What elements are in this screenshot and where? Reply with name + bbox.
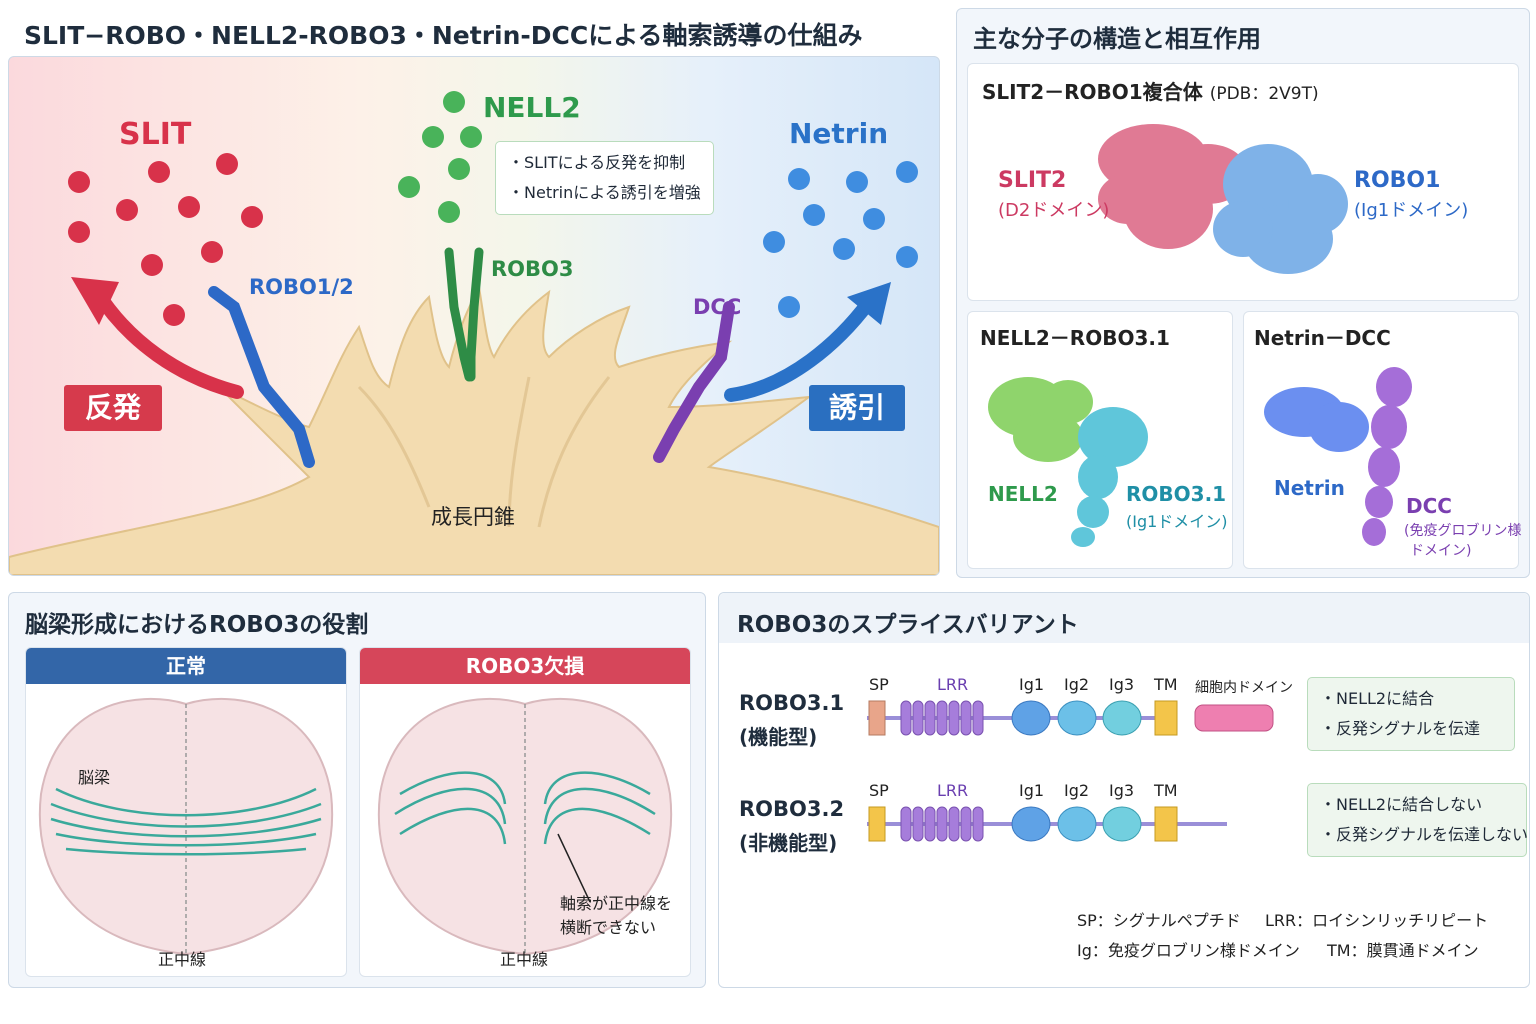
nell2-effect-box: ・SLITによる反発を抑制 ・Netrinによる誘引を増強: [495, 141, 714, 215]
robo31-variant-name: ROBO3.1: [739, 691, 845, 715]
slit-molecules: [68, 153, 263, 326]
pdb-id: (PDB：2V9T): [1209, 84, 1319, 104]
robo32-domain-diagram: [867, 806, 1227, 842]
robo31-variant-type: (機能型): [739, 725, 818, 749]
slit-robo-title: SLIT2－ROBO1複合体 (PDB：2V9T): [982, 76, 1319, 105]
repulsion-arrow: [90, 285, 244, 399]
dcc-label: DCC: [693, 295, 742, 319]
robo3-label: ROBO3: [491, 257, 574, 281]
cannot-cross-label-1: 軸索が正中線を: [560, 894, 673, 913]
nell2-effect-2: ・Netrinによる誘引を増強: [508, 183, 701, 202]
normal-brain: [38, 697, 334, 956]
splice-panel: ROBO3のスプライスバリアント ROBO3.1 (機能型) ROBO3.2 (…: [718, 592, 1530, 988]
deficient-header: ROBO3欠損: [360, 648, 690, 684]
netrin-dcc-card: Netrin－DCC Netrin DCC (免疫グロブリン様 ドメイン): [1243, 311, 1522, 569]
v2-lrr-label: LRR: [937, 781, 969, 800]
normal-header: 正常: [26, 648, 346, 684]
nell-robo-structure: [988, 377, 1148, 547]
nell-robo-card: NELL2－ROBO3.1 NELL2 ROBO3.1 (Ig1ドメイン): [967, 311, 1233, 569]
splice-title: ROBO3のスプライスバリアント: [737, 612, 1079, 638]
robo31-notes: ・NELL2に結合 ・反発シグナルを伝達: [1307, 677, 1515, 751]
robo1-domain-label: (Ig1ドメイン): [1354, 200, 1469, 221]
robo31-note-1: ・NELL2に結合: [1320, 689, 1435, 708]
growth-cone: [9, 283, 939, 575]
netrin-dcc-structure: [1264, 367, 1412, 546]
robo1-label: ROBO1: [1354, 168, 1441, 193]
slit-robo-title-text: SLIT2－ROBO1複合体: [982, 80, 1203, 104]
netrin-molecules: [763, 161, 918, 318]
legend-lrr: LRR：ロイシンリッチリピート: [1265, 911, 1489, 930]
robo32-variant-name: ROBO3.2: [739, 797, 845, 821]
nell2-molecules: [398, 91, 482, 223]
legend-sp: SP：シグナルペプチド: [1077, 911, 1241, 930]
robo12-receptor: [208, 286, 315, 468]
v1-tm-label: TM: [1154, 675, 1178, 694]
slit-label: SLIT: [119, 117, 192, 152]
nell2-structure-label: NELL2: [988, 482, 1058, 506]
robo12-label: ROBO1/2: [249, 275, 354, 299]
guidance-panel: SLIT ROBO1/2 反発 NELL2 ・SLITによる反発を抑制 ・Net…: [8, 56, 940, 576]
legend-tm: TM：膜貫通ドメイン: [1327, 941, 1479, 960]
v1-ig2-label: Ig2: [1064, 675, 1090, 694]
nell2-label: NELL2: [483, 91, 581, 124]
v2-sp-label: SP: [869, 781, 889, 800]
cannot-cross-label-2: 横断できない: [560, 918, 657, 937]
deficient-brain: [377, 697, 673, 956]
deficient-card: ROBO3欠損 軸索が正中線を 横断できない 正中線: [359, 647, 691, 977]
netrin-dcc-title: Netrin－DCC: [1254, 326, 1391, 350]
attraction-badge: 誘引: [809, 385, 905, 431]
v1-ig3-label: Ig3: [1109, 675, 1135, 694]
robo32-note-1: ・NELL2に結合しない: [1320, 795, 1483, 814]
growth-cone-label: 成長円錐: [431, 505, 515, 529]
v1-sp-label: SP: [869, 675, 889, 694]
robo31-domain-diagram: [867, 700, 1274, 736]
structures-title: 主な分子の構造と相互作用: [973, 25, 1261, 53]
legend-ig: Ig：免疫グロブリン様ドメイン: [1077, 941, 1300, 960]
slit-robo-structure: [1098, 124, 1348, 274]
dcc-domain-label-1: (免疫グロブリン様: [1404, 523, 1522, 539]
netrin-label: Netrin: [789, 117, 889, 150]
v2-ig2-label: Ig2: [1064, 781, 1090, 800]
v1-icd-label: 細胞内ドメイン: [1195, 680, 1293, 696]
nell2-effect-1: ・SLITによる反発を抑制: [508, 153, 686, 172]
v1-ig1-label: Ig1: [1019, 675, 1045, 694]
robo32-notes: ・NELL2に結合しない ・反発シグナルを伝達しない: [1307, 783, 1529, 857]
dcc-receptor: [653, 301, 735, 463]
robo31-domain-label: (Ig1ドメイン): [1126, 512, 1228, 531]
guidance-illustration: [9, 91, 939, 575]
normal-card: 正常 脳梁 正中線: [25, 647, 347, 977]
robo31-structure-label: ROBO3.1: [1126, 482, 1227, 506]
normal-midline-label: 正中線: [158, 950, 207, 969]
attraction-arrow: [724, 295, 876, 402]
nell-robo-title: NELL2－ROBO3.1: [980, 326, 1170, 350]
main-title: SLIT−ROBO・NELL2-ROBO3・Netrin-DCCによる軸索誘導の…: [24, 21, 863, 50]
deficient-midline-label: 正中線: [500, 950, 549, 969]
v2-ig1-label: Ig1: [1019, 781, 1045, 800]
structures-panel: 主な分子の構造と相互作用 SLIT2－ROBO1複合体 (PDB：2V9T) S…: [956, 8, 1530, 578]
corpus-callosum-label: 脳梁: [78, 768, 111, 787]
slit-robo-card: SLIT2－ROBO1複合体 (PDB：2V9T) SLIT2 (D2ドメイン)…: [967, 63, 1519, 301]
robo31-note-2: ・反発シグナルを伝達: [1320, 719, 1481, 738]
robo3-receptor: [444, 247, 484, 382]
v1-lrr-label: LRR: [937, 675, 969, 694]
netrin-structure-label: Netrin: [1274, 476, 1345, 500]
dcc-domain-label-2: ドメイン): [1410, 543, 1472, 559]
v2-tm-label: TM: [1154, 781, 1178, 800]
slit2-label: SLIT2: [998, 168, 1067, 193]
slit2-domain-label: (D2ドメイン): [998, 200, 1110, 221]
dcc-structure-label: DCC: [1406, 494, 1452, 518]
v1-sp-domain: [868, 700, 886, 736]
corpus-title: 脳梁形成におけるROBO3の役割: [25, 612, 369, 638]
v2-ig3-label: Ig3: [1109, 781, 1135, 800]
splice-header-band: [719, 593, 1529, 643]
corpus-panel: 脳梁形成におけるROBO3の役割 正常 脳梁 正中線 ROBO3欠損: [8, 592, 706, 988]
robo32-note-2: ・反発シグナルを伝達しない: [1320, 825, 1529, 844]
robo32-variant-type: (非機能型): [739, 831, 838, 855]
repulsion-badge: 反発: [64, 385, 162, 431]
